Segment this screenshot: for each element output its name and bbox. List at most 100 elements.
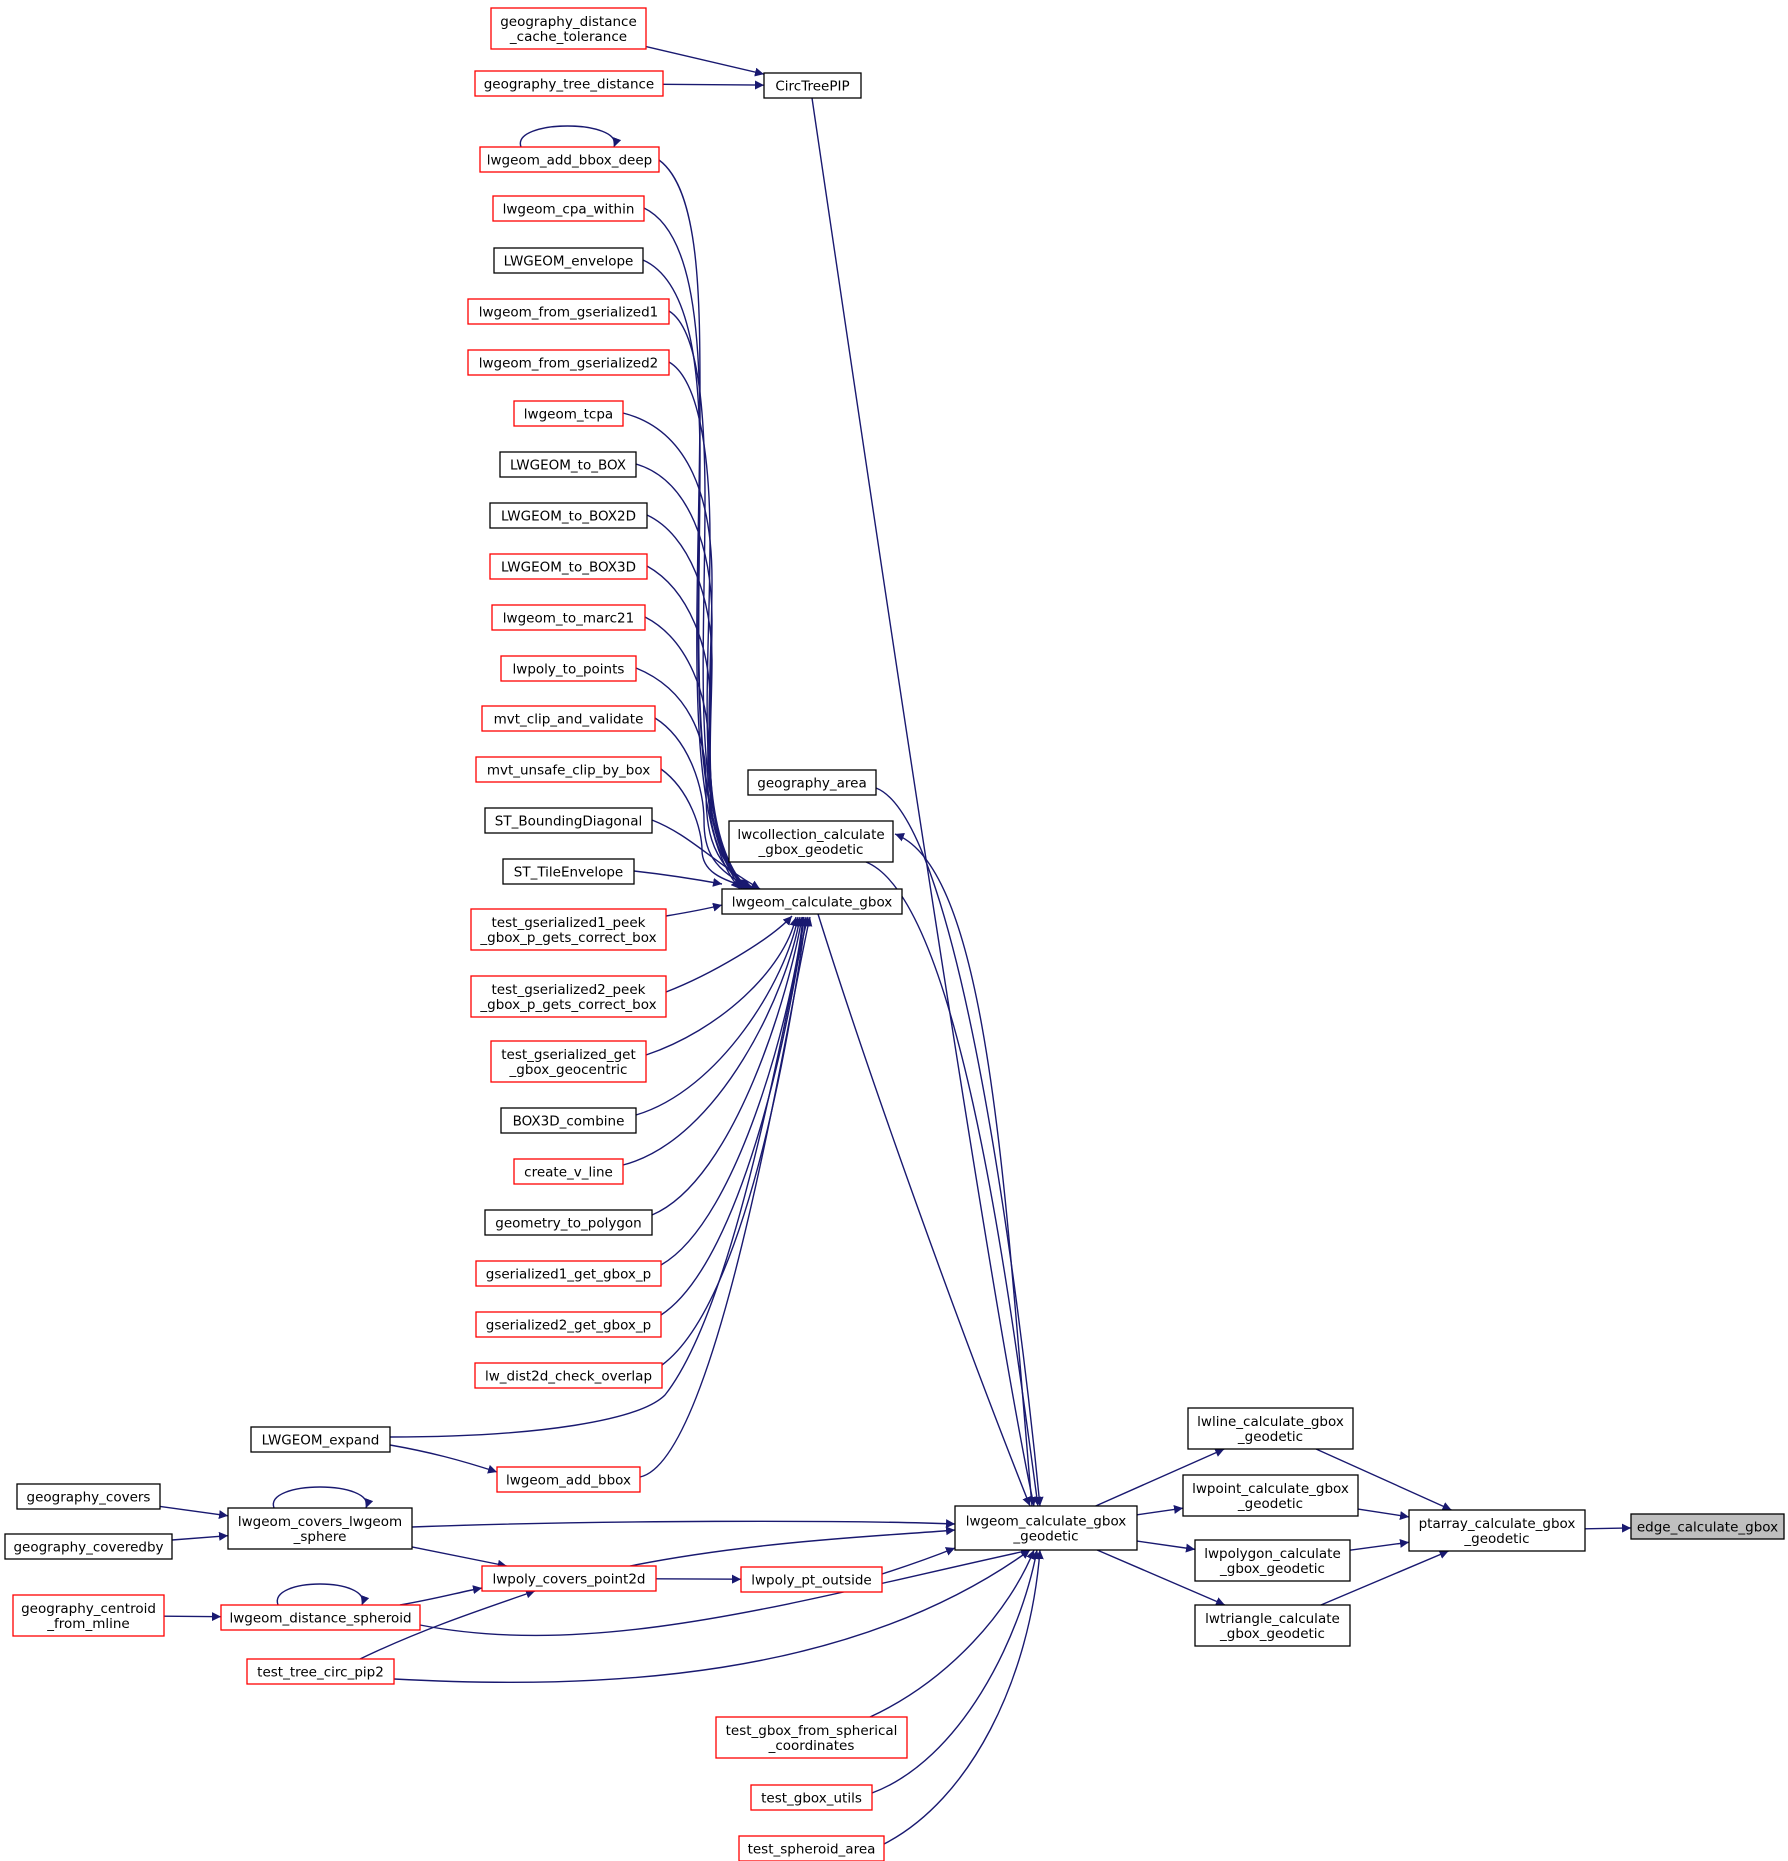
node-label: lwgeom_add_bbox: [506, 1473, 631, 1489]
node-box: [500, 1107, 637, 1134]
node-tgu[interactable]: test_gbox_utils: [750, 1784, 873, 1811]
node-pto[interactable]: lwpoly_pt_outside: [740, 1566, 883, 1593]
node-stte[interactable]: ST_TileEnvelope: [502, 858, 635, 885]
node-box: [479, 146, 660, 173]
edge-cvl-to-lwgeomcg: [622, 916, 803, 1166]
node-lwd2[interactable]: lw_dist2d_check_overlap: [474, 1362, 663, 1389]
node-stbd[interactable]: ST_BoundingDiagonal: [484, 807, 653, 834]
node-label: lwgeom_from_gserialized1: [479, 305, 659, 321]
node-label: lwgeom_add_bbox_deep: [487, 153, 652, 169]
node-box: [16, 1483, 161, 1510]
edge-lwpoint-to-ptarray: [1357, 1508, 1410, 1520]
node-tgfs[interactable]: test_gbox_from_spherical_coordinates: [715, 1716, 908, 1759]
node-env[interactable]: LWGEOM_envelope: [493, 247, 644, 274]
node-gcov[interactable]: geography_covers: [16, 1483, 161, 1510]
node-lwline[interactable]: lwline_calculate_gbox_geodetic: [1187, 1407, 1354, 1450]
node-gdct[interactable]: geography_distance_cache_tolerance: [490, 7, 647, 50]
node-box: [1182, 1474, 1359, 1517]
node-box: [481, 1565, 657, 1592]
node-box[interactable]: LWGEOM_to_BOX: [499, 451, 637, 478]
node-geoarea[interactable]: geography_area: [747, 769, 877, 796]
node-box: [513, 1158, 624, 1185]
edge-lwgeomgeo-to-lwcoll: [894, 833, 1033, 1507]
node-gtd[interactable]: geography_tree_distance: [474, 70, 664, 97]
node-label: lwtriangle_calculate_gbox_geodetic: [1205, 1611, 1340, 1642]
node-label: edge_calculate_gbox: [1637, 1520, 1778, 1536]
node-box2d[interactable]: LWGEOM_to_BOX2D: [489, 502, 648, 529]
node-label: BOX3D_combine: [513, 1114, 625, 1130]
node-ptarray[interactable]: ptarray_calculate_gbox_geodetic: [1408, 1509, 1586, 1552]
node-marc[interactable]: lwgeom_to_marc21: [491, 604, 646, 631]
edge-lwgeomgeo-to-lwpolygon: [1136, 1540, 1196, 1553]
node-tcpa[interactable]: lwgeom_tcpa: [513, 400, 624, 427]
edge-box2d-to-lwgeomcg: [646, 514, 750, 890]
node-box: [474, 70, 664, 97]
node-box3d[interactable]: LWGEOM_to_BOX3D: [489, 553, 648, 580]
node-box: [475, 1260, 662, 1287]
node-circ[interactable]: CircTreePIP: [763, 72, 862, 99]
node-box: [492, 195, 645, 222]
node-g1gb[interactable]: gserialized1_get_gbox_p: [475, 1260, 662, 1287]
node-tsa[interactable]: test_spheroid_area: [738, 1835, 885, 1861]
node-mvtun[interactable]: mvt_unsafe_clip_by_box: [475, 756, 662, 783]
node-label: lwline_calculate_gbox_geodetic: [1197, 1414, 1344, 1445]
edge-covsph-to-lwgeomgeo: [411, 1519, 956, 1529]
node-fg1[interactable]: lwgeom_from_gserialized1: [467, 298, 670, 325]
node-box: [1187, 1407, 1354, 1450]
node-lwpoint[interactable]: lwpoint_calculate_gbox_geodetic: [1182, 1474, 1359, 1517]
edge-tgu-to-lwgeomgeo: [871, 1549, 1040, 1794]
node-cpa[interactable]: lwgeom_cpa_within: [492, 195, 645, 222]
node-box: [474, 1362, 663, 1389]
edge-mvtclip-to-lwgeomcg: [654, 717, 754, 890]
node-lwgeomcg[interactable]: lwgeom_calculate_gbox: [721, 888, 903, 915]
edge-covsph-to-covsph: [272, 1486, 374, 1509]
edge-lwtriangle-to-ptarray: [1320, 1550, 1449, 1606]
node-edge[interactable]: edge_calculate_gbox: [1630, 1513, 1785, 1540]
node-label: lwgeom_calculate_gbox: [732, 895, 893, 911]
edge-pcp2d-to-lwgeomgeo: [629, 1526, 956, 1567]
node-lwcoll[interactable]: lwcollection_calculate_gbox_geodetic: [728, 820, 894, 863]
node-addbb[interactable]: lwgeom_add_bbox: [496, 1466, 641, 1493]
node-tcirc[interactable]: test_tree_circ_pip2: [246, 1658, 395, 1685]
node-gtp[interactable]: geometry_to_polygon: [484, 1209, 653, 1236]
node-lwgeomgeo[interactable]: lwgeom_calculate_gbox_geodetic: [954, 1505, 1138, 1551]
node-dsph[interactable]: lwgeom_distance_spheroid: [220, 1604, 421, 1631]
edge-circ-to-lwgeomgeo: [811, 97, 1037, 1507]
node-tg2[interactable]: test_gserialized2_peek_gbox_p_gets_corre…: [470, 975, 667, 1018]
node-box: [763, 72, 862, 99]
node-cvl[interactable]: create_v_line: [513, 1158, 624, 1185]
node-gcovby[interactable]: geography_coveredby: [4, 1533, 173, 1560]
node-box: [1194, 1604, 1351, 1647]
node-label: test_gbox_utils: [761, 1791, 862, 1807]
node-box: [250, 1426, 391, 1453]
node-b3c[interactable]: BOX3D_combine: [500, 1107, 637, 1134]
node-gcent[interactable]: geography_centroid_from_mline: [12, 1594, 165, 1637]
node-fg2[interactable]: lwgeom_from_gserialized2: [467, 349, 670, 376]
node-label: geometry_to_polygon: [495, 1216, 641, 1232]
node-label: lwgeom_calculate_gbox_geodetic: [966, 1514, 1127, 1545]
node-lwtriangle[interactable]: lwtriangle_calculate_gbox_geodetic: [1194, 1604, 1351, 1647]
node-addbbd[interactable]: lwgeom_add_bbox_deep: [479, 146, 660, 173]
node-pcp2d[interactable]: lwpoly_covers_point2d: [481, 1565, 657, 1592]
node-tg1[interactable]: test_gserialized1_peek_gbox_p_gets_corre…: [470, 908, 667, 951]
edge-marc-to-lwgeomcg: [644, 616, 752, 890]
edge-covsph-to-pcp2d: [411, 1546, 507, 1569]
node-polypts[interactable]: lwpoly_to_points: [500, 655, 637, 682]
edge-geoarea-to-lwgeomgeo: [875, 787, 1044, 1507]
node-covsph[interactable]: lwgeom_covers_lwgeom_sphere: [227, 1507, 413, 1550]
node-box: [467, 349, 670, 376]
node-label: test_gserialized2_peek_gbox_p_gets_corre…: [479, 982, 656, 1013]
node-mvtclip[interactable]: mvt_clip_and_validate: [481, 705, 656, 732]
node-box: [1630, 1513, 1785, 1540]
node-g2gb[interactable]: gserialized2_get_gbox_p: [475, 1311, 662, 1338]
node-box: [496, 1466, 641, 1493]
node-lwexp[interactable]: LWGEOM_expand: [250, 1426, 391, 1453]
node-label: lwgeom_from_gserialized2: [479, 356, 659, 372]
node-label: ST_TileEnvelope: [514, 865, 623, 881]
node-label: lwgeom_distance_spheroid: [229, 1611, 411, 1627]
node-tgc[interactable]: test_gserialized_get_gbox_geocentric: [490, 1040, 647, 1083]
node-box: [481, 705, 656, 732]
node-label: lwgeom_to_marc21: [503, 611, 634, 627]
node-lwpolygon[interactable]: lwpolygon_calculate_gbox_geodetic: [1194, 1539, 1351, 1582]
